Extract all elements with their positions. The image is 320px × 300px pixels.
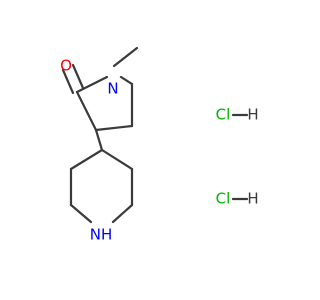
hydrochloride-hydrogen-label: H bbox=[247, 190, 258, 208]
bond-pip-c5-c4 bbox=[69, 148, 104, 171]
bond-pip-c4-c3 bbox=[100, 148, 134, 171]
molecule-drawing: O N NH Cl H Cl H bbox=[60, 46, 259, 244]
atom-label-layer: O N NH Cl H Cl H bbox=[60, 57, 259, 244]
bond-layer bbox=[61, 46, 249, 224]
ring-nitrogen-label: N bbox=[107, 80, 118, 98]
hydrochloride-hydrogen-label: H bbox=[247, 106, 258, 124]
bond-pyrrolidine-piperidine bbox=[94, 128, 104, 152]
chemical-structure-canvas: O N NH Cl H Cl H bbox=[60, 46, 259, 244]
hydrochloride-chlorine-label: Cl bbox=[216, 106, 231, 124]
hydrochloride-chlorine-label: Cl bbox=[216, 190, 231, 208]
bond-n-c2 bbox=[75, 75, 109, 94]
piperidine-nh-label: NH bbox=[90, 226, 113, 244]
bond-c3-c4 bbox=[94, 124, 134, 132]
bond-pip-n-c6 bbox=[69, 203, 93, 224]
bond-n-methyl bbox=[112, 46, 139, 68]
bond-pip-c2-n bbox=[111, 203, 134, 224]
carbonyl-oxygen-label: O bbox=[60, 57, 72, 75]
bond-c2-c3 bbox=[75, 90, 98, 132]
bond-carbonyl-double-a bbox=[71, 63, 85, 90]
bond-c5-n bbox=[119, 75, 134, 86]
bond-carbonyl-double-b bbox=[61, 68, 75, 95]
